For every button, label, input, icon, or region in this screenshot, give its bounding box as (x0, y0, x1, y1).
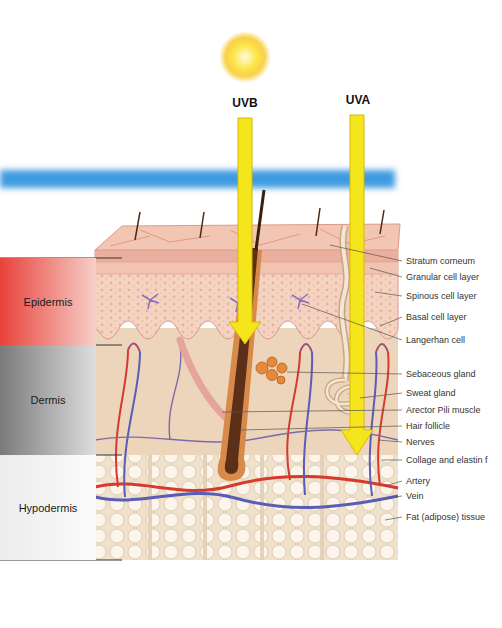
part-label: Collage and elastin f (406, 455, 488, 465)
arrector-pili (180, 340, 228, 420)
sweat-duct-inner (342, 226, 347, 380)
part-label: Arector Pili muscle (406, 405, 481, 415)
part-label: Artery (406, 476, 430, 486)
layer-name: Epidermis (24, 296, 73, 308)
ozone-band (0, 170, 395, 188)
epidermis-band: Epidermis (0, 258, 96, 345)
band-separators (0, 258, 122, 560)
uva-arrow (341, 115, 373, 455)
fat-tissue (95, 455, 398, 560)
part-label: Spinous cell layer (406, 291, 477, 301)
layer-name: Hypodermis (19, 502, 78, 514)
sun (219, 31, 271, 83)
part-label: Hair follicle (406, 421, 450, 431)
part-label: Stratum corneum (406, 256, 475, 266)
uvb-arrow (229, 118, 261, 344)
ray-label: UVB (232, 97, 257, 111)
langerhans-cells (142, 294, 309, 312)
hair-shaft (256, 190, 264, 250)
sebaceous-gland (256, 357, 287, 384)
layer-name: Dermis (31, 394, 66, 406)
part-label: Sebaceous gland (406, 369, 476, 379)
part-label: Sweat gland (406, 388, 456, 398)
part-label: Basal cell layer (406, 312, 467, 322)
leader-lines (222, 245, 402, 520)
part-label: Nerves (406, 437, 435, 447)
ray-label: UVA (346, 94, 370, 108)
part-label: Vein (406, 491, 424, 501)
sweat-duct (342, 226, 347, 380)
artery (95, 476, 398, 490)
hypodermis-band: Hypodermis (0, 455, 96, 560)
part-label: Fat (adipose) tissue (406, 512, 485, 522)
dermis-band: Dermis (0, 345, 96, 455)
part-label: Granular cell layer (406, 272, 479, 282)
vein (95, 493, 398, 507)
part-label: Langerhan cell (406, 335, 465, 345)
